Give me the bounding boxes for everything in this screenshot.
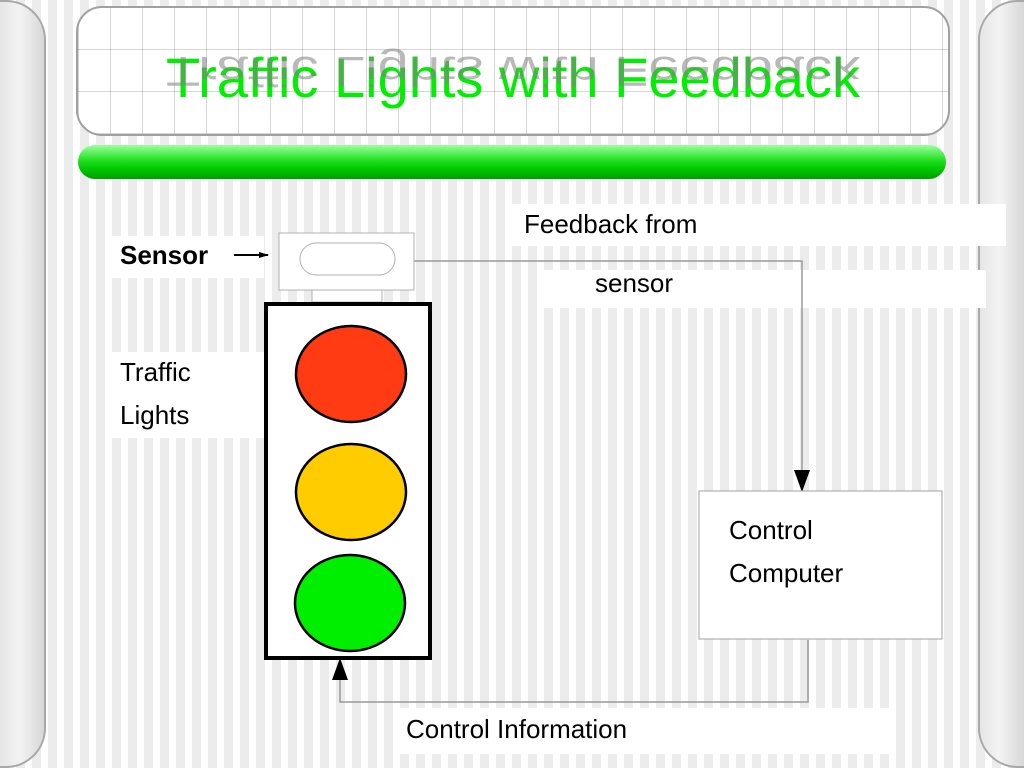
sensor-name-bg <box>112 236 264 278</box>
control-information-label: Control Information <box>406 714 628 744</box>
traffic-lights-label-bg <box>112 352 264 438</box>
feedback-arrowhead <box>794 470 810 492</box>
feedback-label-bg <box>512 204 1006 246</box>
feedback-label-line2: sensor <box>595 268 674 298</box>
feedback-label-line1: Feedback from <box>524 209 698 239</box>
sensor-label-bg <box>537 270 986 308</box>
left-frame-bar <box>0 0 46 768</box>
control-connector <box>339 640 809 703</box>
control-computer-label-line1: Control <box>729 515 813 545</box>
feedback-connector <box>414 260 803 478</box>
right-frame-bar <box>978 0 1024 768</box>
control-computer-label-line2: Computer <box>729 558 844 588</box>
sensor-lens <box>299 242 396 276</box>
sensor-mount <box>311 289 383 303</box>
lights-label: Lights <box>120 400 190 430</box>
red-light <box>294 324 408 424</box>
amber-light <box>294 442 408 542</box>
green-light <box>293 553 407 653</box>
control-computer-box <box>698 490 943 640</box>
title-box: Traffic Lights with Feedback Traffic Lig… <box>76 6 950 136</box>
traffic-label: Traffic <box>120 357 191 387</box>
title-underline-bar <box>78 145 946 179</box>
slide-title: Traffic Lights with Feedback <box>165 46 861 109</box>
sensor-label: Sensor <box>120 240 209 270</box>
control-info-label-bg <box>395 708 895 754</box>
control-arrowhead <box>332 658 348 680</box>
traffic-light-bulbs <box>293 324 408 653</box>
